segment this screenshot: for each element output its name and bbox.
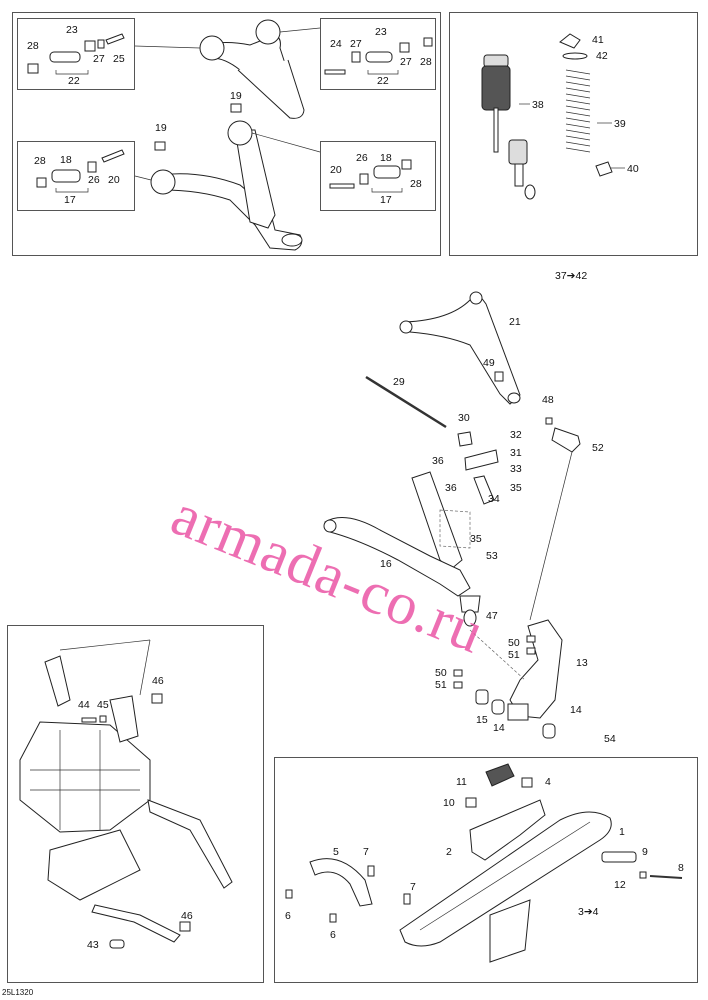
callout-label: 44 <box>78 699 90 711</box>
callout-label: 50 <box>435 667 447 679</box>
callout-label: 45 <box>97 699 109 711</box>
callout-label: 39 <box>614 118 626 130</box>
callout-label: 18 <box>380 152 392 164</box>
center-assembly-illustration <box>323 291 581 739</box>
callout-label: 24 <box>330 38 342 50</box>
frame-panel <box>7 625 264 983</box>
callout-label: 4 <box>545 776 551 788</box>
callout-range-label: 37➔42 <box>555 270 588 282</box>
callout-label: 47 <box>486 610 498 622</box>
callout-label: 12 <box>614 879 626 891</box>
callout-label: 20 <box>330 164 342 176</box>
callout-label: 30 <box>458 412 470 424</box>
callout-label: 28 <box>34 155 46 167</box>
callout-label: 16 <box>380 558 392 570</box>
inset-hardware <box>27 33 433 189</box>
lower-a-arm-illustration <box>134 103 321 251</box>
callout-label: 27 <box>350 38 362 50</box>
callout-label: 36 <box>432 455 444 467</box>
callout-label: 43 <box>87 939 99 951</box>
callout-label: 33 <box>510 463 522 475</box>
callout-label: 21 <box>509 316 521 328</box>
callout-label: 27 <box>93 53 105 65</box>
spring-illustration <box>559 33 613 177</box>
callout-label: 5 <box>333 846 339 858</box>
callout-label: 46 <box>152 675 164 687</box>
callout-label: 42 <box>596 50 608 62</box>
callout-label: 40 <box>627 163 639 175</box>
callout-label: 52 <box>592 442 604 454</box>
callout-label: 35 <box>510 482 522 494</box>
callout-label: 23 <box>66 24 78 36</box>
callout-label: 18 <box>60 154 72 166</box>
callout-label: 25 <box>113 53 125 65</box>
callout-label: 22 <box>68 75 80 87</box>
callout-range-label: 3➔4 <box>578 906 599 918</box>
callout-label: 2 <box>446 846 452 858</box>
callout-label: 29 <box>393 376 405 388</box>
callout-label: 7 <box>410 881 416 893</box>
shock-absorber-illustration <box>481 54 536 200</box>
callout-label: 14 <box>493 722 505 734</box>
callout-label: 28 <box>420 56 432 68</box>
callout-label: 32 <box>510 429 522 441</box>
callout-label: 20 <box>108 174 120 186</box>
callout-label: 17 <box>380 194 392 206</box>
callout-label: 46 <box>181 910 193 922</box>
callout-label: 41 <box>592 34 604 46</box>
callout-label: 27 <box>400 56 412 68</box>
ski-illustration <box>285 763 683 963</box>
callout-label: 23 <box>375 26 387 38</box>
shock-panel <box>449 12 698 256</box>
callout-label: 28 <box>410 178 422 190</box>
callout-label: 28 <box>27 40 39 52</box>
callout-label: 49 <box>483 357 495 369</box>
callout-label: 10 <box>443 797 455 809</box>
callout-label: 51 <box>508 649 520 661</box>
callout-label: 22 <box>377 75 389 87</box>
callout-label: 53 <box>486 550 498 562</box>
callout-label: 48 <box>542 394 554 406</box>
callout-label: 13 <box>576 657 588 669</box>
callout-label: 35 <box>470 533 482 545</box>
callout-label: 6 <box>330 929 336 941</box>
ski-panel <box>274 757 698 983</box>
callout-label: 26 <box>356 152 368 164</box>
callout-label: 36 <box>445 482 457 494</box>
callout-label: 54 <box>604 733 616 745</box>
callout-label: 8 <box>678 862 684 874</box>
callout-label: 6 <box>285 910 291 922</box>
callout-label: 50 <box>508 637 520 649</box>
callout-label: 15 <box>476 714 488 726</box>
callout-label: 26 <box>88 174 100 186</box>
callout-label: 1 <box>619 826 625 838</box>
callout-label: 19 <box>155 122 167 134</box>
callout-label: 9 <box>642 846 648 858</box>
callout-label: 38 <box>532 99 544 111</box>
callout-label: 34 <box>488 493 500 505</box>
callout-label: 11 <box>456 776 467 788</box>
upper-a-arm-panel <box>12 12 441 256</box>
callout-label: 31 <box>510 447 522 459</box>
callout-label: 17 <box>64 194 76 206</box>
callout-label: 51 <box>435 679 447 691</box>
frame-illustration <box>19 639 233 949</box>
callout-label: 14 <box>570 704 582 716</box>
upper-a-arm-illustration <box>134 19 321 119</box>
callout-label: 19 <box>230 90 242 102</box>
drawing-code: 25L1320 <box>2 988 34 997</box>
callout-leaders <box>55 70 625 193</box>
callout-label: 7 <box>363 846 369 858</box>
